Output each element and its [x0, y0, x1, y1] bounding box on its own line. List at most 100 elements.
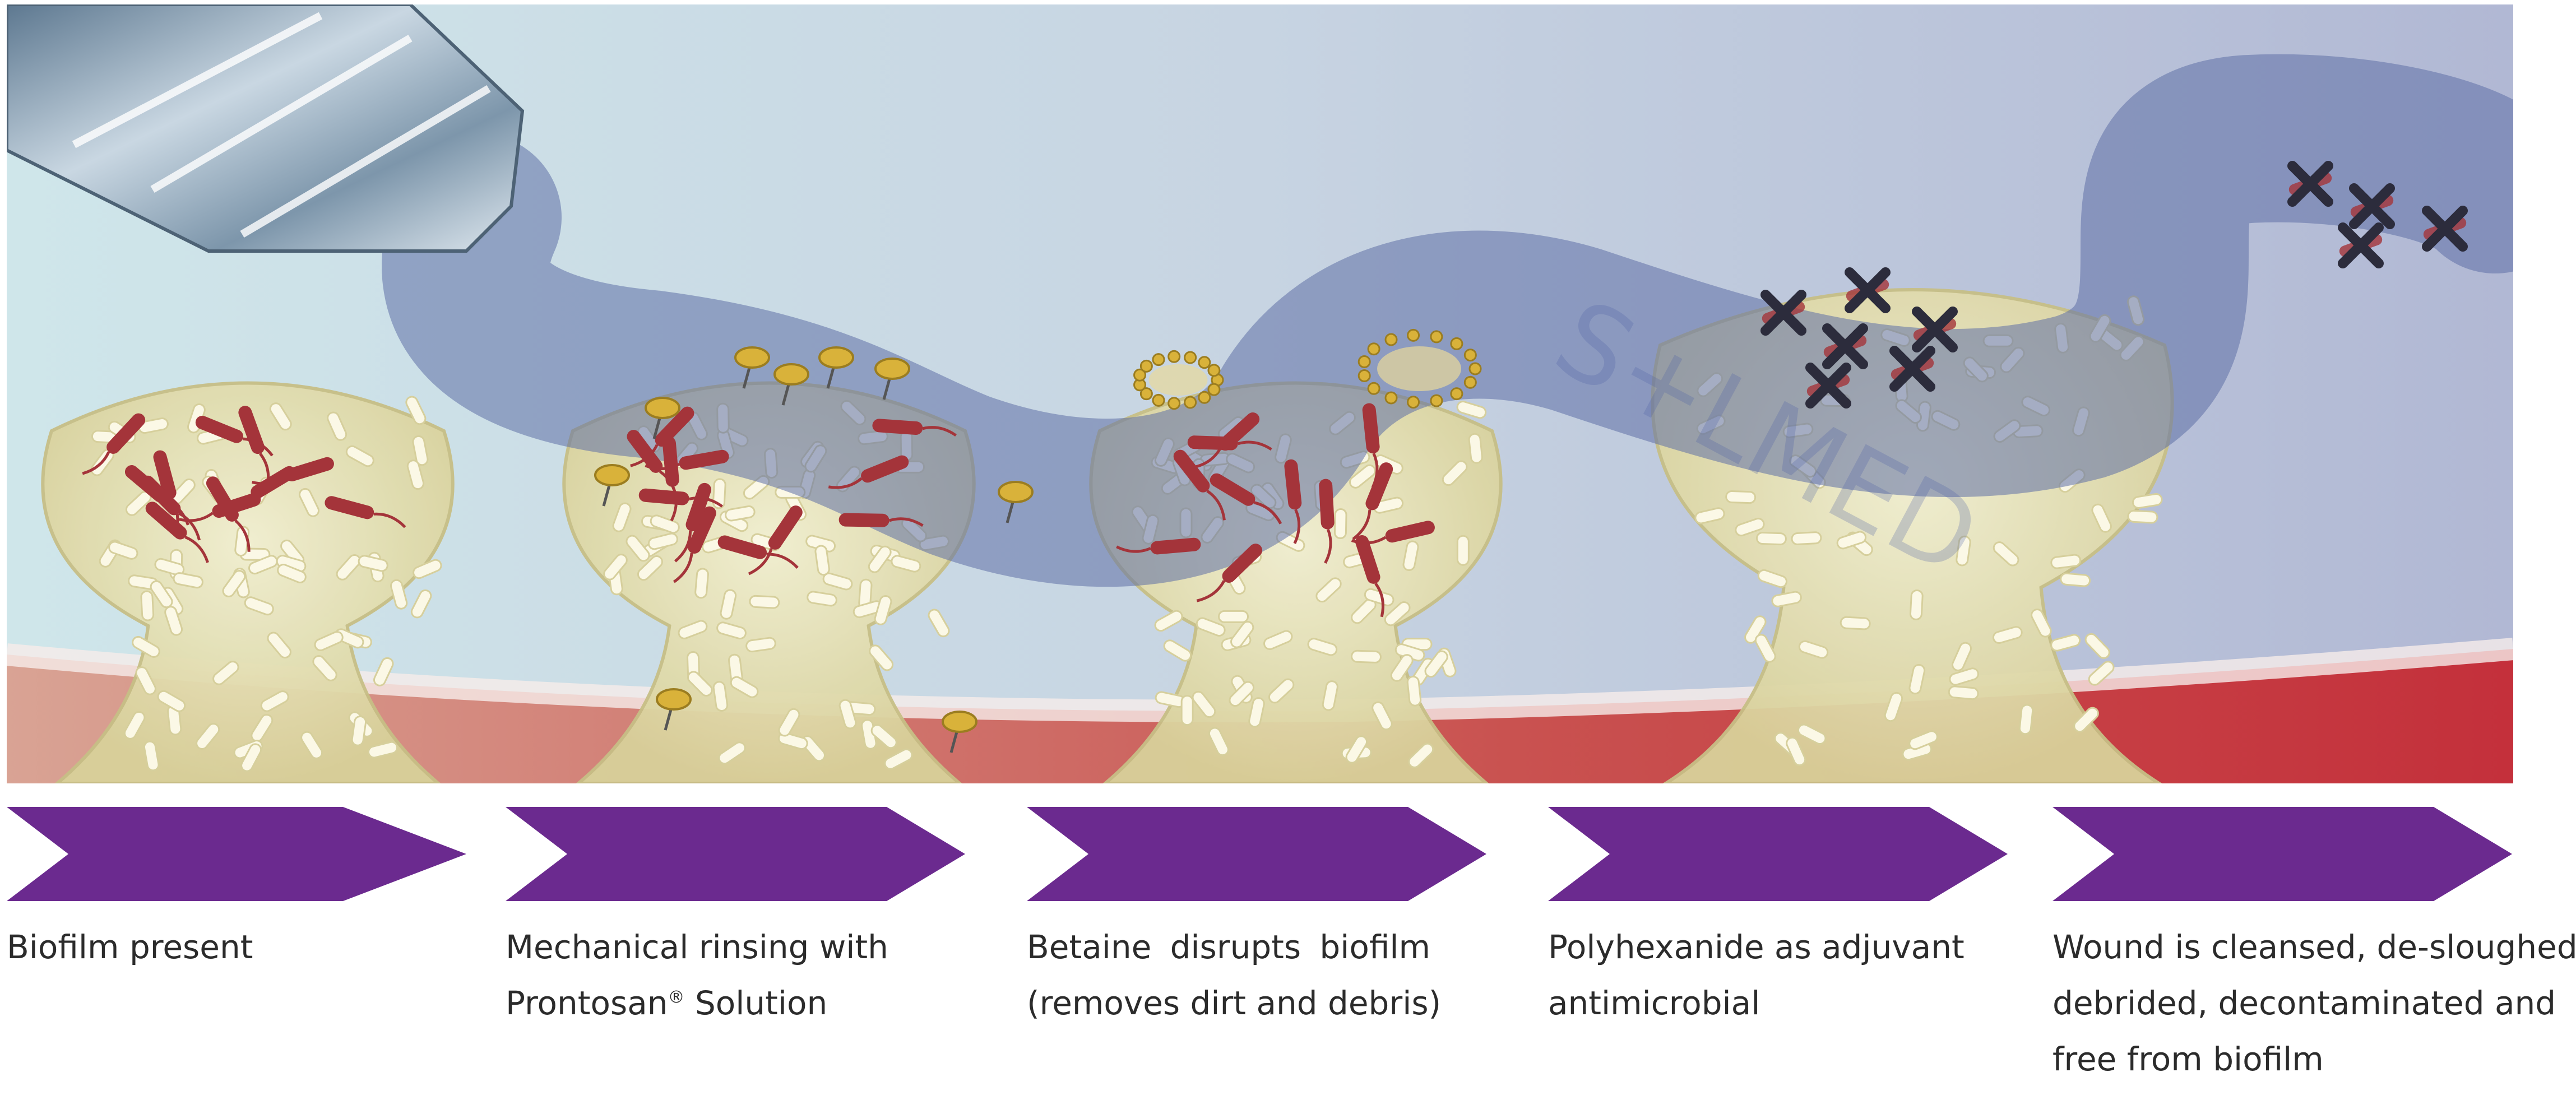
biofilm-particle	[745, 637, 776, 653]
biofilm-particle	[626, 535, 650, 562]
step-4-description: Polyhexanide as adjuvant antimicrobial	[1548, 919, 2053, 1031]
biofilm-particle	[300, 731, 323, 759]
bacterium	[1355, 535, 1384, 618]
biofilm-particle	[1725, 490, 1757, 504]
biofilm-particle	[725, 505, 756, 522]
biofilm-particle	[1163, 639, 1192, 662]
biofilm-particle	[1948, 685, 1979, 700]
biofilm-particle	[1791, 531, 1822, 545]
biofilm-particle	[716, 621, 747, 640]
biofilm-particle	[1442, 460, 1468, 486]
biofilm-particle	[1840, 616, 1871, 630]
biofilm-particle	[1456, 401, 1487, 419]
biofilm-particle	[1406, 675, 1422, 707]
biofilm-particle	[260, 690, 289, 712]
biofilm-particle	[712, 478, 726, 509]
step-1-chevron	[7, 807, 466, 901]
surfactant-molecule	[773, 363, 809, 406]
biofilm-particle	[412, 435, 429, 466]
biofilm-particle	[807, 591, 837, 607]
step-1-line-1: Biofilm present	[7, 928, 253, 966]
biofilm-particle	[240, 743, 262, 772]
step-2-description: Mechanical rinsing with Prontosan® Solut…	[506, 919, 1010, 1031]
biofilm-particle	[1230, 621, 1254, 648]
biofilm-particle	[1949, 667, 1979, 686]
biofilm-particle	[336, 554, 361, 581]
micelle	[1358, 328, 1482, 409]
biofilm-particle	[637, 555, 663, 581]
biofilm-particle	[222, 570, 246, 597]
biofilm-particle	[196, 723, 220, 750]
biofilm-particle	[1694, 507, 1725, 525]
bacterium	[178, 493, 261, 522]
biofilm-particle	[1322, 680, 1338, 711]
biofilm-particle	[650, 514, 680, 534]
biofilm-particle	[1315, 577, 1342, 603]
biofilm-particle	[244, 596, 274, 616]
biofilm-particle	[1180, 695, 1194, 726]
process-steps: Biofilm present Mechanical rinsing with …	[0, 807, 2576, 1100]
biofilm-particle	[1333, 508, 1347, 540]
nozzle	[7, 4, 525, 253]
biofilm-particle	[154, 558, 185, 576]
biofilm-particle	[1350, 649, 1382, 663]
step-3-description: Betaine disrupts biofilm (removes dirt a…	[1027, 919, 1441, 1031]
biofilm-particle	[150, 580, 173, 609]
biofilm-particle	[1754, 634, 1776, 663]
biofilm-particle	[1952, 642, 1972, 671]
biofilm-particle	[157, 690, 186, 712]
bacterium	[838, 513, 924, 527]
biofilm-particle	[869, 644, 894, 671]
biofilm-particle	[612, 502, 632, 532]
biofilm-particle	[838, 699, 857, 730]
surfactant-molecule	[998, 481, 1034, 523]
biofilm-particle	[1908, 730, 1938, 750]
biofilm-particle	[1349, 464, 1376, 489]
neutralised-bacterium	[1845, 267, 1891, 313]
biofilm-particle	[678, 620, 708, 639]
biofilm-particle	[2091, 503, 2112, 533]
biofilm-particle	[1408, 742, 1434, 768]
neutralised-bacterium	[1912, 307, 1958, 352]
bacterium	[1352, 462, 1393, 541]
bacterium	[195, 415, 274, 457]
biofilm-particle	[718, 741, 746, 765]
biofilm-particle	[694, 568, 709, 599]
biofilm-particle	[1154, 610, 1183, 632]
biofilm-particle	[1468, 433, 1483, 464]
biofilm-treatment-illustration: S+LMED	[7, 4, 2513, 783]
biofilm-particle	[1372, 701, 1393, 731]
surfactant-molecule	[734, 346, 770, 389]
bacterium	[638, 488, 723, 508]
biofilm-particle	[345, 445, 374, 467]
bacterium	[748, 505, 803, 575]
surfactant-molecule	[942, 711, 977, 753]
bacterium	[1116, 537, 1201, 555]
biofilm-particle	[351, 715, 367, 746]
biofilm-particle	[603, 554, 628, 581]
biofilm-particle	[814, 545, 830, 576]
step-1-description: Biofilm present	[7, 919, 511, 975]
biofilm-particle	[1456, 535, 1470, 566]
biofilm-particle	[373, 657, 394, 686]
biofilm-particle	[173, 572, 203, 589]
biofilm-particle	[874, 595, 892, 625]
step-5-description: Wound is cleansed, de-sloughed, debrided…	[2053, 919, 2576, 1087]
biofilm-particle	[1884, 691, 1903, 722]
biofilm-particle	[2031, 609, 2052, 638]
biofilm-particle	[891, 555, 921, 573]
biofilm-particle	[298, 488, 320, 517]
biofilm-particle	[868, 545, 892, 573]
biofilm-particle	[1248, 697, 1265, 728]
biofilm-particle	[1757, 569, 1787, 588]
bacterium	[1210, 473, 1282, 525]
biofilm-particle	[327, 411, 348, 441]
step-3-line-1: Betaine disrupts biofilm	[1027, 928, 1430, 966]
bacterium	[124, 465, 189, 526]
step-4-line-1: Polyhexanide as adjuvant	[1548, 928, 1965, 966]
biofilm-particle	[712, 681, 729, 712]
biofilm-particle	[2018, 704, 2034, 735]
step-2-line-1: Mechanical rinsing with	[506, 928, 888, 966]
step-5-chevron	[2053, 807, 2512, 901]
bacterium	[1351, 521, 1435, 545]
